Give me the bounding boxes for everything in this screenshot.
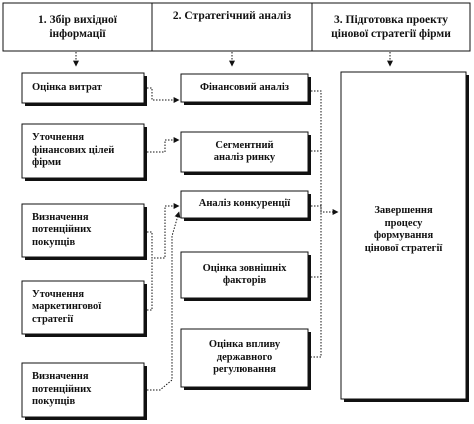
analysis-box-4 bbox=[180, 251, 309, 299]
input-boxes bbox=[21, 72, 147, 420]
analysis-label-financial: Фінансовий аналіз bbox=[200, 81, 289, 93]
connector-input-3 bbox=[147, 203, 180, 259]
analysis-box-3 bbox=[180, 190, 309, 219]
analysis-label-external-factors: Оцінка зовнішніх факторів bbox=[202, 262, 287, 287]
connector-analysis-spine bbox=[311, 90, 322, 358]
analysis-connectors bbox=[311, 90, 339, 358]
connector-input-2 bbox=[147, 137, 180, 153]
input-label-financial-goals: Уточнення фінансових цілей фірми bbox=[32, 132, 115, 169]
analysis-box-1 bbox=[180, 73, 309, 103]
connector-input-1 bbox=[147, 87, 180, 103]
input-box-2 bbox=[21, 123, 145, 179]
input-label-marketing-strategy: Уточнення маркетингової стратегії bbox=[32, 288, 102, 325]
input-box-3 bbox=[21, 203, 145, 258]
analysis-label-segment: Сегментний аналіз ринку bbox=[213, 139, 276, 164]
input-label-potential-buyers-1: Визначення потенційних покупців bbox=[32, 211, 92, 248]
result-box bbox=[340, 71, 467, 400]
analysis-box-5 bbox=[180, 328, 309, 388]
header-prepare-project: 3. Підготовка проекту цінової стратегії … bbox=[331, 14, 451, 40]
input-label-potential-buyers-2: Визначення потенційних покупців bbox=[32, 371, 92, 408]
connector-analysis-3 bbox=[311, 205, 339, 215]
input-label-cost-estimation: Оцінка витрат bbox=[32, 81, 102, 93]
analysis-label-competition: Аналіз конкуренції bbox=[198, 198, 291, 210]
analysis-boxes bbox=[180, 73, 311, 390]
result-label: Завершення процесу формування цінової ст… bbox=[364, 205, 443, 254]
input-box-5 bbox=[21, 362, 145, 418]
analysis-box-2 bbox=[180, 131, 309, 173]
header-collect-info: 1. Збір вихідної інформації bbox=[38, 14, 117, 40]
header-band bbox=[2, 2, 471, 52]
input-box-1 bbox=[21, 72, 145, 104]
input-connectors bbox=[147, 87, 181, 391]
analysis-label-state-regulation: Оцінка впливу державного регулювання bbox=[208, 339, 281, 376]
connector-input-4 bbox=[147, 258, 153, 311]
header-strategic-analysis: 2. Стратегічний аналіз bbox=[172, 10, 292, 22]
connector-input-5 bbox=[147, 211, 181, 391]
header-band-frame bbox=[2, 2, 471, 52]
input-box-4 bbox=[21, 280, 145, 335]
